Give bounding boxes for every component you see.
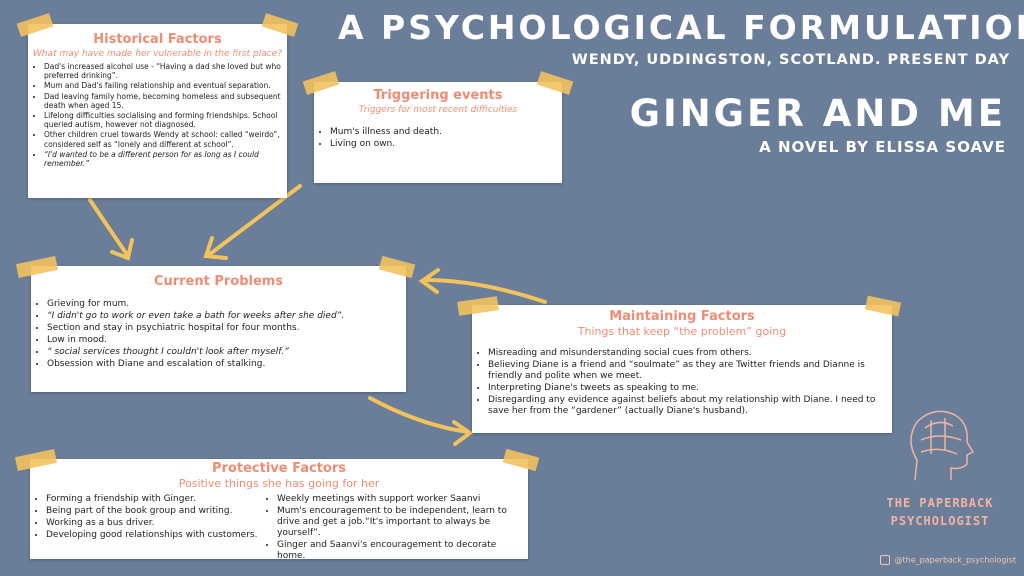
historical-factors-card: Historical Factors What may have made he… [16,13,299,198]
list-item: Mum's illness and death. [330,127,562,138]
list-item: Low in mood. [47,335,406,346]
instagram-icon [880,555,890,565]
list-item: “I didn't go to work or even take a bath… [47,311,406,322]
list-item: Obsession with Diane and escalation of s… [47,359,406,370]
list-item: Being part of the book group and writing… [46,506,261,517]
list-item: Mum's encouragement to be independent, l… [277,506,527,539]
historical-title: Historical Factors [93,32,222,47]
head-icon [910,410,975,481]
list-item: Believing Diane is a friend and “soulmat… [488,360,892,382]
list-item: “I'd wanted to be a different person for… [44,150,287,168]
protective-subtitle: Positive things she has going for her [178,477,380,490]
arrow-triggering-head [203,236,228,260]
list-item: Mum and Dad's failing relationship and e… [44,81,287,90]
list-item: Ginger and Saanvi's encouragement to dec… [277,540,527,562]
arrow-historical-to-current [88,198,130,258]
list-item: Interpreting Diane's tweets as speaking … [488,383,892,394]
list-item: Section and stay in psychiatric hospital… [47,323,406,334]
arrow-maintaining-head [418,268,440,294]
brand-logo: THE PAPERBACK PSYCHOLOGIST [875,400,1005,528]
social-handle[interactable]: @the_paperback_psychologist [880,555,1016,565]
arrow-current-to-maintaining [368,396,470,434]
handle-text: @the_paperback_psychologist [894,555,1017,565]
list-item: Dad leaving family home, becoming homele… [44,92,287,110]
list-item: Forming a friendship with Ginger. [46,494,261,505]
arrow-historical-head [110,238,134,261]
list-item: Other children cruel towards Wendy at sc… [44,130,287,148]
triggering-title: Triggering events [373,88,503,103]
list-item: Disregarding any evidence against belief… [488,395,892,417]
main-title: A PSYCHOLOGICAL FORMULATION [338,8,1024,47]
current-title: Current Problems [153,274,284,289]
maintaining-title: Maintaining Factors [609,309,755,324]
brand-line1: THE PAPERBACK [886,496,994,510]
triggering-subtitle: Triggers for most recent difficulties [358,105,518,115]
list-item: Living on own. [330,139,562,150]
arrow-current-head [452,420,474,446]
list-item: Weekly meetings with support worker Saan… [277,494,527,505]
arrow-triggering-to-current [208,184,302,256]
maintaining-factors-card: Maintaining Factors Things that keep “th… [457,295,902,433]
historical-subtitle: What may have made her vulnerable in the… [33,49,282,59]
list-item: “ social services thought I couldn't loo… [47,347,406,358]
list-item: Developing good relationships with custo… [46,530,261,541]
arrow-maintaining-to-current [423,278,547,304]
list-item: Misreading and misunderstanding social c… [488,348,892,359]
main-subtitle: WENDY, UDDINGSTON, SCOTLAND. PRESENT DAY [571,52,1010,68]
brand-line2: PSYCHOLOGIST [890,514,990,528]
triggering-events-card: Triggering events Triggers for most rece… [302,71,574,183]
list-item: Dad's increased alcohol use - “Having a … [44,62,287,80]
list-item: Grieving for mum. [47,299,406,310]
list-item: Lifelong difficulties socialising and fo… [44,111,287,129]
protective-factors-card: Protective Factors Positive things she h… [14,448,540,562]
protective-title: Protective Factors [212,461,346,476]
book-title: GINGER AND ME [629,92,1006,135]
maintaining-subtitle: Things that keep “the problem” going [577,325,787,338]
list-item: Working as a bus driver. [46,518,261,529]
current-problems-card: Current Problems Grieving for mum. “I di… [15,255,416,392]
book-author: A NOVEL BY ELISSA SOAVE [759,138,1006,156]
